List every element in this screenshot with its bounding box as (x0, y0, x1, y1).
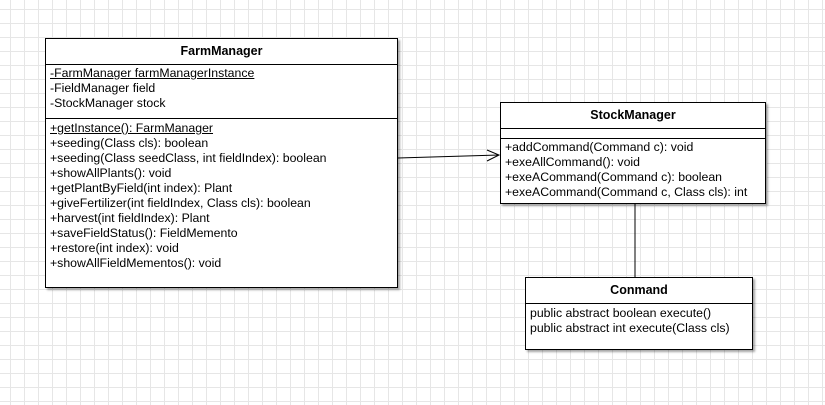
operation: +giveFertilizer(int fieldIndex, Class cl… (50, 196, 311, 210)
arrowhead-icon (486, 149, 501, 162)
operation: +restore(int index): void (50, 241, 179, 255)
operation: public abstract int execute(Class cls) (530, 321, 730, 335)
attribute: -StockManager stock (50, 96, 166, 110)
class-stock-manager[interactable]: StockManager +addCommand(Command c): voi… (500, 102, 766, 204)
attribute: -FieldManager field (50, 81, 156, 95)
operation: +saveFieldStatus(): FieldMemento (50, 226, 238, 240)
attribute: -FarmManager farmManagerInstance (50, 66, 255, 80)
operations-section: +getInstance(): FarmManager +seeding(Cla… (46, 119, 397, 287)
class-name: FarmManager (46, 39, 397, 65)
operation: +seeding(Class cls): boolean (50, 136, 209, 150)
class-name: Conmand (526, 278, 752, 304)
operation: +showAllFieldMementos(): void (50, 256, 222, 270)
operation: +exeACommand(Command c, Class cls): int (505, 185, 748, 199)
operation: +harvest(int fieldIndex): Plant (50, 211, 210, 225)
attributes-section (501, 129, 765, 139)
operation: +showAllPlants(): void (50, 166, 172, 180)
class-conmand[interactable]: Conmand public abstract boolean execute(… (525, 277, 753, 350)
operation: +getPlantByField(int index): Plant (50, 181, 233, 195)
operation: +exeACommand(Command c): boolean (505, 170, 723, 184)
operations-section: +addCommand(Command c): void +exeAllComm… (501, 139, 765, 203)
operation: +getInstance(): FarmManager (50, 121, 214, 135)
operation: +exeAllCommand(): void (505, 155, 640, 169)
operation: +addCommand(Command c): void (505, 140, 694, 154)
operation: public abstract boolean execute() (530, 306, 712, 320)
association-arrow-farm-to-stock[interactable] (397, 154, 500, 159)
class-farm-manager[interactable]: FarmManager -FarmManager farmManagerInst… (45, 38, 398, 288)
attributes-section: -FarmManager farmManagerInstance -FieldM… (46, 65, 397, 119)
class-name: StockManager (501, 103, 765, 129)
operation: +seeding(Class seedClass, int fieldIndex… (50, 151, 327, 165)
operations-section: public abstract boolean execute() public… (526, 304, 752, 349)
